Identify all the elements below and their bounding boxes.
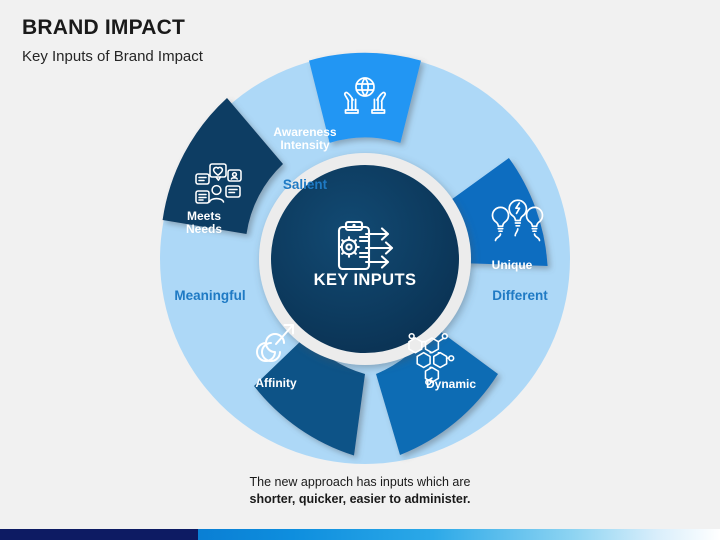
caption-line-2: shorter, quicker, easier to administer. (249, 491, 471, 506)
caption-line-1: The new approach has inputs which are (249, 475, 471, 489)
wheel-segment-salient[interactable] (309, 52, 421, 143)
brand-impact-wheel: Awareness Intensity Unique Dynamic Affin… (150, 44, 580, 474)
molecule-network-icon (408, 332, 455, 386)
wheel-segment-affinity[interactable] (254, 336, 365, 456)
infinity-arrow-icon (256, 324, 294, 362)
footer-bar (0, 529, 720, 540)
hands-globe-icon (343, 77, 387, 114)
wheel-segment-different[interactable] (451, 158, 548, 266)
center-hub[interactable] (259, 153, 471, 365)
footer-bar-solid (0, 529, 198, 540)
feedback-cards-icon (195, 163, 242, 204)
three-lightbulbs-icon (491, 199, 544, 242)
page-subtitle: Key Inputs of Brand Impact (22, 48, 203, 65)
page-title: BRAND IMPACT (22, 16, 185, 39)
clipboard-gear-arrows-icon (337, 220, 394, 271)
footer-bar-gradient (198, 529, 720, 540)
wheel-segment-dynamic[interactable] (376, 326, 498, 455)
wheel-segment-meaningful[interactable] (162, 98, 283, 234)
caption: The new approach has inputs which are sh… (0, 474, 720, 508)
